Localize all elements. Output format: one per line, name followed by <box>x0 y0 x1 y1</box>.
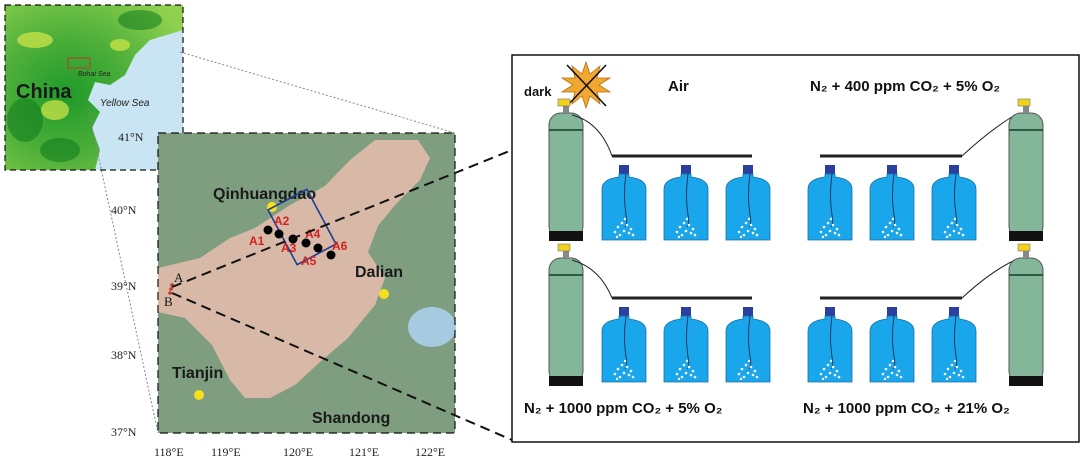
label-41n: 41°N <box>118 130 144 144</box>
inset-study-area <box>67 57 91 69</box>
city-dot <box>194 390 204 400</box>
station-label-a3: A3 <box>281 241 297 255</box>
zoom-line <box>171 149 513 288</box>
bohai-sea-area <box>158 140 430 398</box>
connector-line <box>87 107 159 434</box>
connector-line <box>179 51 456 134</box>
lat-label: 38°N <box>111 348 137 362</box>
station-label-a6: A6 <box>332 239 348 253</box>
station-label-a2: A2 <box>274 214 290 228</box>
city-qinhuangdao: Qinhuangdao <box>213 186 316 203</box>
station-label-a4: A4 <box>305 227 321 241</box>
lon-label: 120°E <box>283 445 313 459</box>
transect-dot <box>168 291 172 295</box>
station-dot <box>326 250 336 260</box>
gas-cylinder <box>1008 98 1044 242</box>
gas-cylinder <box>1008 243 1044 387</box>
station-label-a1: A1 <box>249 234 265 248</box>
station-dot <box>301 238 311 248</box>
gas-tube <box>961 259 1016 299</box>
label-bohai-sea: Bohai Sea <box>78 71 110 78</box>
lat-label: 39°N <box>111 279 137 293</box>
gas-tube <box>961 114 1016 157</box>
condition-label: N₂ + 1000 ppm CO₂ + 5% O₂ <box>524 400 722 417</box>
station-dot <box>263 225 273 235</box>
transect-dot <box>169 287 173 291</box>
gas-tube <box>571 259 613 299</box>
gas-cylinder <box>548 243 584 387</box>
lat-label: 40°N <box>111 203 137 217</box>
station-label-a5: A5 <box>301 254 317 268</box>
gas-cylinder <box>548 98 584 242</box>
yellow-sea-patch <box>408 307 456 347</box>
lon-label: 118°E <box>154 445 184 459</box>
dark-label: dark <box>524 84 552 99</box>
experiment-panel: dark Air N₂ + 400 ppm CO₂ + 5% O₂ N₂ + 1… <box>511 54 1080 443</box>
station-dot <box>274 229 284 239</box>
city-dalian: Dalian <box>355 264 403 281</box>
lon-label: 122°E <box>415 445 445 459</box>
city-shandong: Shandong <box>312 410 390 427</box>
label-china: China <box>16 81 72 103</box>
gas-tube <box>571 114 613 157</box>
sun-crossed-icon <box>560 60 612 110</box>
city-tianjin: Tianjin <box>172 365 223 382</box>
city-dot <box>379 289 389 299</box>
lon-label: 119°E <box>211 445 241 459</box>
air-label: Air <box>668 78 689 95</box>
lon-label: 121°E <box>349 445 379 459</box>
condition-label: N₂ + 400 ppm CO₂ + 5% O₂ <box>810 78 1000 95</box>
inset-land <box>5 5 183 170</box>
experiment-frame <box>511 54 1080 443</box>
condition-label: N₂ + 1000 ppm CO₂ + 21% O₂ <box>803 400 1010 417</box>
main-map: 40°N 39°N 38°N 37°N 118°E 119°E 120°E 12… <box>111 132 456 459</box>
label-yellow-sea: Yellow Sea <box>100 98 150 109</box>
study-area-box <box>266 188 338 266</box>
transect-label-b: B <box>164 294 173 309</box>
inset-map: China Bohai Sea Yellow Sea 41°N <box>4 4 184 171</box>
station-dot <box>313 243 323 253</box>
transect-label-a: A <box>174 270 184 285</box>
zoom-line <box>171 292 513 441</box>
lat-label: 37°N <box>111 425 137 439</box>
